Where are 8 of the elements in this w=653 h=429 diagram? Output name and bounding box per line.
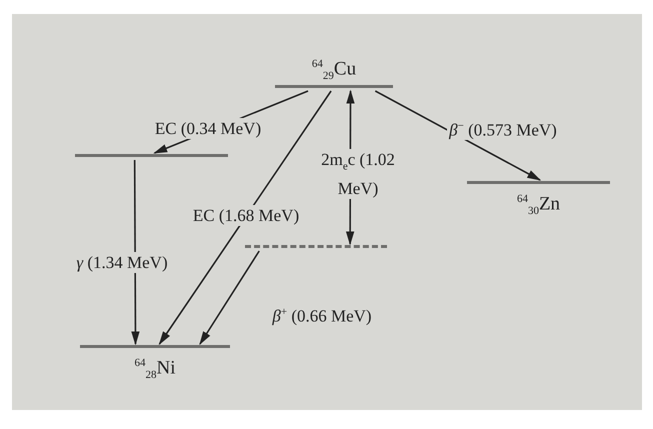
- arrow: [199, 250, 260, 346]
- arrow: [374, 90, 542, 181]
- arrow: [158, 90, 332, 346]
- edge-label: EC (0.34 MeV): [152, 118, 264, 138]
- energy-level: [275, 58, 393, 89]
- arrow: [131, 160, 140, 346]
- edge-label: EC (1.68 MeV): [190, 204, 302, 226]
- edge-label: γ (1.34 MeV): [74, 252, 170, 272]
